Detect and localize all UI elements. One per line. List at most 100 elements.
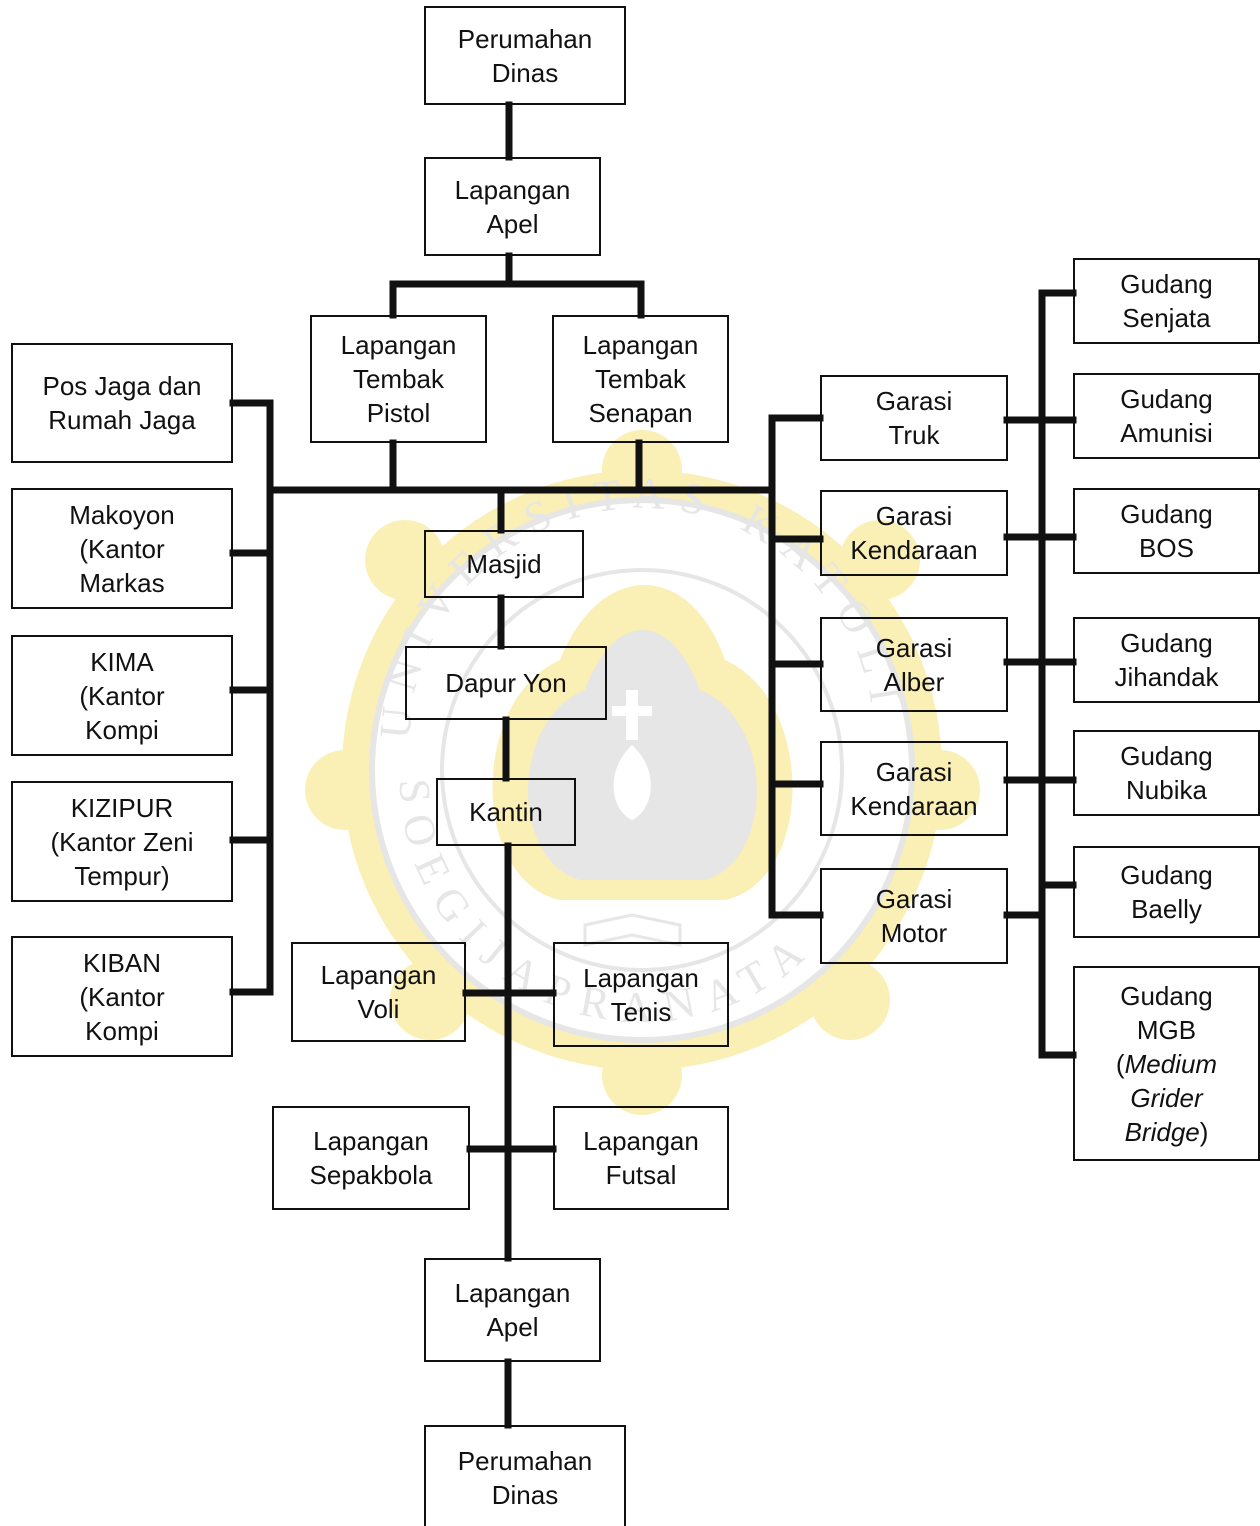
node-pos-jaga: Pos Jaga dan Rumah Jaga bbox=[11, 343, 233, 463]
node-label: Tenis bbox=[610, 996, 672, 1027]
node-label: Garasi bbox=[875, 632, 953, 663]
italic-label: Medium bbox=[1124, 1048, 1218, 1079]
node-lapangan-apel-bottom: Lapangan Apel bbox=[424, 1258, 601, 1362]
node-gudang-amunisi: Gudang Amunisi bbox=[1073, 373, 1260, 459]
node-kiban: KIBAN (Kantor Kompi bbox=[11, 936, 233, 1057]
node-label: Nubika bbox=[1126, 775, 1207, 805]
node-label: KIBAN bbox=[82, 947, 161, 978]
node-lapangan-tembak-senapan: Lapangan Tembak Senapan bbox=[552, 315, 729, 443]
node-lapangan-futsal: Lapangan Futsal bbox=[553, 1106, 729, 1210]
node-label: Garasi bbox=[875, 386, 953, 416]
paren-open: ( bbox=[1115, 1048, 1125, 1079]
node-dapur-yon: Dapur Yon bbox=[405, 646, 607, 720]
node-label: Voli bbox=[357, 994, 400, 1024]
node-label: Lapangan bbox=[583, 962, 699, 993]
node-label: Pos Jaga dan bbox=[42, 371, 202, 401]
node-garasi-motor: Garasi Motor bbox=[820, 868, 1008, 964]
node-makoyon: Makoyon (Kantor Markas bbox=[11, 488, 233, 609]
node-label: Masjid bbox=[466, 549, 542, 579]
italic-label: Grider bbox=[1130, 1082, 1203, 1113]
node-label: Pistol bbox=[366, 398, 431, 428]
node-label: Dapur Yon bbox=[445, 668, 567, 698]
node-gudang-bos: Gudang BOS bbox=[1073, 488, 1260, 574]
node-label: Gudang bbox=[1120, 269, 1213, 299]
node-label: Lapangan bbox=[454, 174, 571, 205]
node-label: Kendaraan bbox=[850, 790, 978, 821]
node-label: (Kantor bbox=[79, 533, 165, 564]
node-kizipur: KIZIPUR (Kantor Zeni Tempur) bbox=[11, 781, 233, 902]
node-label: Garasi bbox=[875, 501, 953, 531]
node-label: Amunisi bbox=[1120, 418, 1213, 448]
node-perumahan-dinas-bottom: Perumahan Dinas bbox=[424, 1425, 626, 1526]
node-lapangan-tembak-pistol: Lapangan Tembak Pistol bbox=[310, 315, 487, 443]
node-label: (Medium bbox=[1116, 1047, 1217, 1081]
node-label: Gudang bbox=[1120, 384, 1213, 414]
node-masjid: Masjid bbox=[424, 530, 584, 598]
node-lapangan-voli: Lapangan Voli bbox=[291, 942, 466, 1042]
node-label: Gudang bbox=[1120, 860, 1213, 890]
node-garasi-alber: Garasi Alber bbox=[820, 617, 1008, 712]
italic-label: Bridge bbox=[1124, 1116, 1200, 1147]
node-lapangan-apel-top: Lapangan Apel bbox=[424, 157, 601, 256]
node-label: Lapangan bbox=[583, 1126, 699, 1156]
node-label: Apel bbox=[486, 1312, 539, 1342]
node-label: Lapangan bbox=[582, 330, 699, 360]
node-garasi-kendaraan-2: Garasi Kendaraan bbox=[820, 741, 1008, 836]
node-label: Futsal bbox=[605, 1160, 677, 1190]
node-lapangan-sepakbola: Lapangan Sepakbola bbox=[272, 1106, 470, 1210]
node-label: KIMA bbox=[90, 646, 154, 677]
node-label: (Kantor bbox=[79, 680, 165, 711]
node-label: Garasi bbox=[875, 884, 953, 914]
node-perumahan-dinas-top: Perumahan Dinas bbox=[424, 6, 626, 105]
node-label: Makoyon bbox=[69, 499, 175, 530]
node-label: Lapangan bbox=[454, 1278, 571, 1308]
node-label: Apel bbox=[486, 208, 539, 239]
paren-close: ) bbox=[1199, 1116, 1209, 1147]
node-label: Lapangan bbox=[340, 330, 457, 360]
node-label: Dinas bbox=[491, 1479, 559, 1510]
node-label: Kantin bbox=[469, 797, 543, 827]
node-label: Kompi bbox=[85, 714, 159, 745]
node-label: Jihandak bbox=[1114, 662, 1219, 692]
node-label: Motor bbox=[880, 918, 948, 948]
node-label: Tempur) bbox=[74, 860, 170, 891]
node-kima: KIMA (Kantor Kompi bbox=[11, 635, 233, 756]
node-label: Garasi bbox=[875, 756, 953, 787]
node-gudang-mgb: Gudang MGB (Medium Grider Bridge) bbox=[1073, 966, 1260, 1161]
node-label: Dinas bbox=[491, 57, 559, 88]
node-label: Markas bbox=[79, 567, 165, 598]
node-label: (Kantor bbox=[79, 981, 165, 1012]
node-label: Truk bbox=[888, 420, 940, 450]
node-label: BOS bbox=[1139, 533, 1194, 563]
node-kantin: Kantin bbox=[436, 778, 576, 846]
node-label: Perumahan bbox=[457, 1445, 593, 1476]
node-label: MGB bbox=[1136, 1014, 1197, 1045]
node-label: Alber bbox=[883, 666, 945, 697]
node-label: Lapangan bbox=[313, 1126, 429, 1156]
node-label: KIZIPUR bbox=[70, 792, 174, 823]
node-garasi-truk: Garasi Truk bbox=[820, 375, 1008, 461]
node-label: Sepakbola bbox=[309, 1160, 433, 1190]
node-label: Kompi bbox=[85, 1015, 159, 1046]
node-label: Tembak bbox=[352, 364, 445, 394]
node-label: Gudang bbox=[1120, 628, 1213, 658]
node-label: Kendaraan bbox=[850, 535, 978, 565]
node-gudang-senjata: Gudang Senjata bbox=[1073, 258, 1260, 344]
node-gudang-nubika: Gudang Nubika bbox=[1073, 730, 1260, 816]
node-lapangan-tenis: Lapangan Tenis bbox=[553, 942, 729, 1047]
node-label: Tembak bbox=[594, 364, 687, 394]
node-label: Senapan bbox=[588, 398, 693, 428]
node-label: Bridge) bbox=[1116, 1115, 1217, 1149]
node-label: Gudang bbox=[1120, 499, 1213, 529]
node-label: Rumah Jaga bbox=[48, 405, 196, 435]
node-gudang-jihandak: Gudang Jihandak bbox=[1073, 617, 1260, 703]
node-label: Baelly bbox=[1131, 894, 1202, 924]
node-label: (Kantor Zeni bbox=[50, 826, 194, 857]
node-label: Gudang bbox=[1120, 980, 1213, 1011]
node-label: Perumahan bbox=[457, 23, 593, 54]
node-gudang-baelly: Gudang Baelly bbox=[1073, 846, 1260, 938]
node-label: Gudang bbox=[1120, 741, 1213, 771]
node-garasi-kendaraan-1: Garasi Kendaraan bbox=[820, 490, 1008, 576]
